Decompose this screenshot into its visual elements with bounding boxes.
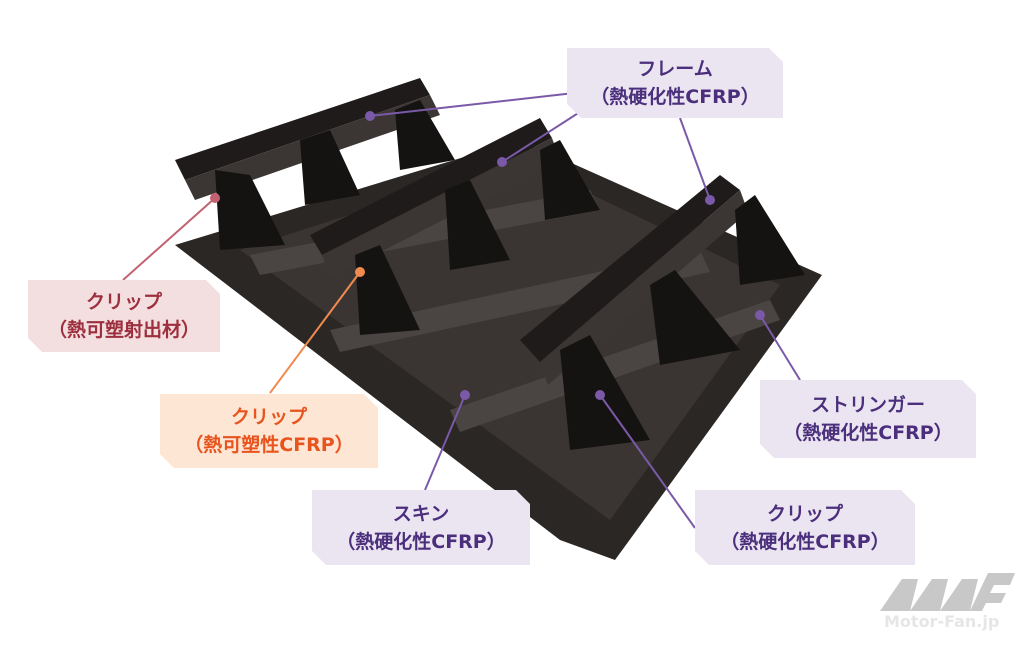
label-material: （熱硬化性CFRP） — [336, 530, 506, 553]
frame — [520, 175, 740, 362]
label-frame: フレーム （熱硬化性CFRP） — [567, 48, 783, 118]
label-material: （熱可塑射出材） — [47, 319, 200, 341]
watermark-text: Motor-Fan.jp — [884, 612, 1000, 631]
label-skin: スキン （熱硬化性CFRP） — [312, 490, 530, 565]
label-clip-thermoset: クリップ （熱硬化性CFRP） — [695, 490, 915, 565]
label-material: （熱可塑性CFRP） — [184, 434, 354, 456]
label-material: （熱硬化性CFRP） — [783, 422, 953, 444]
frame — [175, 78, 430, 180]
motor-fan-logo-icon — [880, 573, 1015, 611]
label-material: （熱硬化性CFRP） — [720, 530, 890, 553]
label-name: クリップ — [766, 502, 843, 525]
label-stringer: ストリンガー （熱硬化性CFRP） — [760, 380, 976, 458]
clips — [215, 100, 805, 450]
label-name: フレーム — [637, 58, 713, 80]
label-name: ストリンガー — [810, 394, 925, 416]
label-material: （熱硬化性CFRP） — [590, 86, 760, 108]
label-clip-injection: クリップ （熱可塑射出材） — [28, 280, 220, 352]
label-name: クリップ — [230, 406, 307, 428]
label-clip-thermoplastic: クリップ （熱可塑性CFRP） — [160, 394, 378, 468]
frame — [310, 118, 552, 255]
label-name: スキン — [392, 502, 450, 525]
label-name: クリップ — [85, 291, 162, 313]
